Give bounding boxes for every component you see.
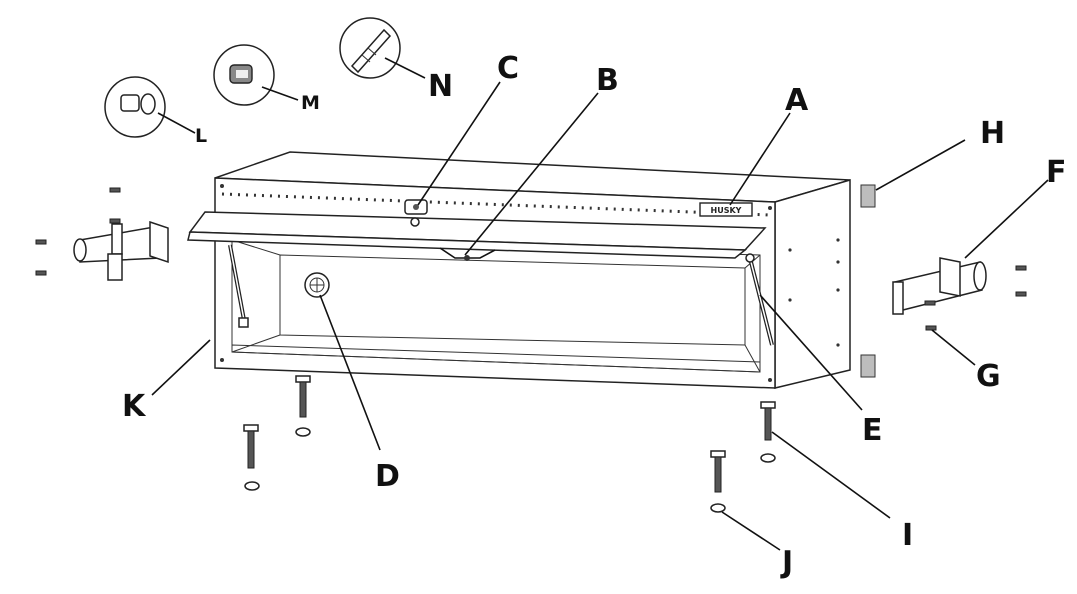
label-J: J	[780, 545, 793, 580]
label-D: D	[375, 459, 400, 494]
lock-latch	[404, 199, 428, 227]
open-lid	[187, 211, 767, 261]
label-K: K	[122, 389, 147, 424]
label-L: L	[195, 125, 207, 147]
label-B: B	[596, 63, 619, 98]
part-labels: L M N C B A H F G E D K I J	[122, 51, 1067, 580]
label-I: I	[902, 518, 913, 553]
label-N: N	[428, 69, 453, 104]
label-F: F	[1046, 155, 1067, 190]
wall-bracket-left	[73, 220, 169, 281]
label-C: C	[497, 51, 519, 86]
brand-badge: HUSKY	[699, 202, 753, 217]
grommet	[304, 272, 330, 298]
leader-lines	[151, 57, 1049, 551]
label-A: A	[785, 83, 809, 118]
label-M: M	[301, 92, 320, 114]
label-E: E	[862, 413, 883, 448]
label-G: G	[976, 359, 1001, 394]
detail-circle-N	[339, 17, 401, 79]
adhesive-pads	[860, 184, 876, 378]
gas-strut-left	[228, 244, 249, 328]
gas-strut-right	[745, 253, 774, 346]
detail-circle-M	[213, 44, 275, 106]
wall-bracket-right	[892, 257, 987, 315]
mounting-bolts	[243, 375, 776, 513]
detail-circle-L	[104, 76, 166, 138]
bracket-screws	[35, 187, 1027, 331]
brand-badge-text: HUSKY	[711, 206, 742, 215]
label-H: H	[980, 116, 1005, 151]
